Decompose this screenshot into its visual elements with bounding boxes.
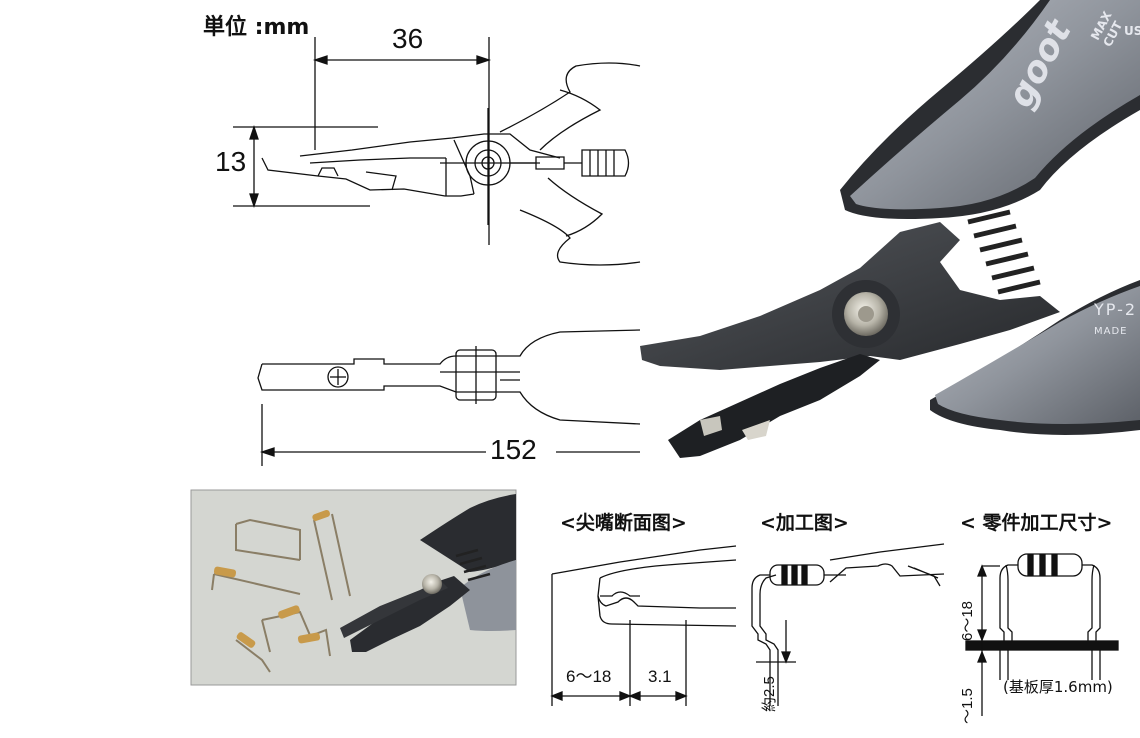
processing-drawing (751, 543, 945, 706)
tip-length-dimension: 36 (392, 23, 424, 54)
jaw-height-dimension: 13 (215, 146, 247, 177)
top-view-drawing (233, 37, 641, 266)
overall-length-dimension: 152 (490, 434, 537, 465)
made-marking: MADE (1094, 326, 1128, 337)
usa-marking: US (1124, 24, 1140, 38)
tip-section-title: <尖嘴断面图> (560, 512, 687, 534)
tip-range-dimension: 6～18 (566, 667, 612, 686)
processing-title: <加工图> (760, 512, 849, 534)
part-dimensions-title: < 零件加工尺寸> (960, 512, 1113, 534)
unit-label: 単位 :mm (203, 15, 310, 40)
side-view-drawing (257, 329, 641, 466)
model-marking: YP-2 (1094, 300, 1138, 319)
pliers-photo (640, 0, 1140, 458)
inset-photo (190, 489, 517, 686)
tip-width-dimension: 3.1 (648, 667, 672, 686)
part-dimensions-drawing (965, 553, 1119, 716)
processing-dimension: 約2.5 (761, 676, 778, 712)
tip-section-drawing (550, 545, 737, 706)
board-thickness-note: (基板厚1.6mm) (1003, 678, 1113, 696)
part-range-dimension: 6～18 (959, 600, 976, 641)
part-low-dimension: ～1.5 (959, 688, 976, 724)
